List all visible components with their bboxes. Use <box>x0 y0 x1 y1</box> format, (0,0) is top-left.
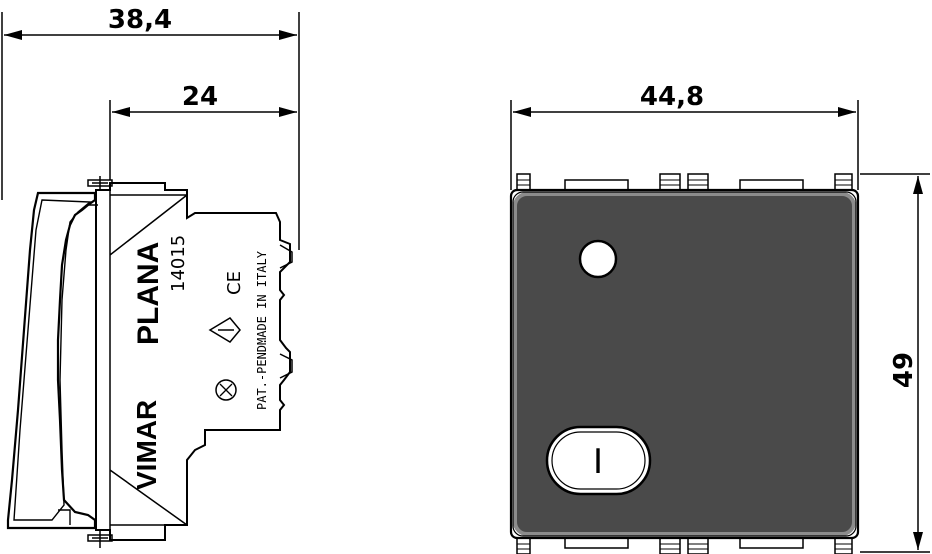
dimension-label-front-height: 49 <box>889 352 919 388</box>
side-view: 38,4 24 PLANA 14015 VIMAR CE MADE IN I <box>1 5 300 548</box>
patent-label: PAT.-PEND. <box>255 338 269 410</box>
approval-mark-icon <box>208 317 241 401</box>
rocker-actuator <box>6 191 98 530</box>
off-indicator-icon <box>578 239 618 279</box>
made-in-label: MADE IN ITALY <box>255 250 269 345</box>
dimension-label-front-width: 44,8 <box>640 82 704 112</box>
dimension-side-total: 38,4 <box>1 5 300 250</box>
dimension-front-height: 49 <box>860 173 930 553</box>
mounting-clips-bottom <box>516 537 853 554</box>
front-view: 44,8 49 I <box>509 82 930 554</box>
mounting-clips-top <box>516 173 853 191</box>
dimension-side-body: 24 <box>109 82 297 180</box>
brand-product-label: PLANA <box>132 242 165 345</box>
dimension-label-side-body: 24 <box>182 82 218 112</box>
brand-maker-label: VIMAR <box>131 400 162 490</box>
on-button[interactable]: I <box>545 425 652 496</box>
dimension-label-side-total: 38,4 <box>108 5 172 35</box>
dimension-front-width: 44,8 <box>510 82 859 190</box>
model-number-label: 14015 <box>168 235 189 292</box>
switch-body-side <box>87 176 293 548</box>
on-button-symbol: I <box>593 442 603 482</box>
ce-mark-label: CE <box>224 271 245 295</box>
